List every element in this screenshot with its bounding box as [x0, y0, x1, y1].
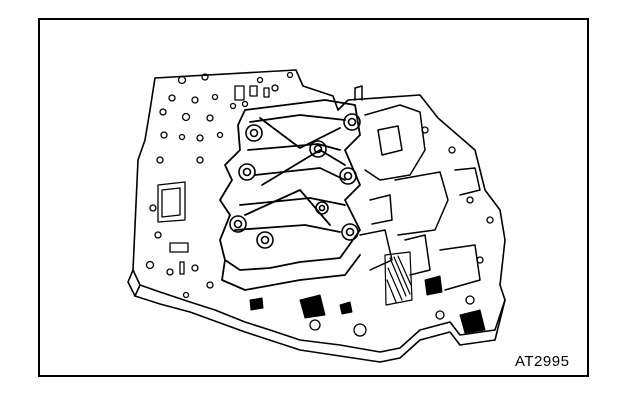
upper-cover-plate [219, 99, 361, 291]
plate-holes [145, 71, 494, 337]
cover-bolts [229, 113, 361, 249]
lower-valve-body [127, 69, 506, 363]
plate-slots [157, 85, 270, 275]
shading [249, 275, 486, 334]
valve-structures [354, 85, 481, 291]
figure-code: AT2995 [515, 353, 570, 370]
valve-spring [384, 251, 413, 306]
